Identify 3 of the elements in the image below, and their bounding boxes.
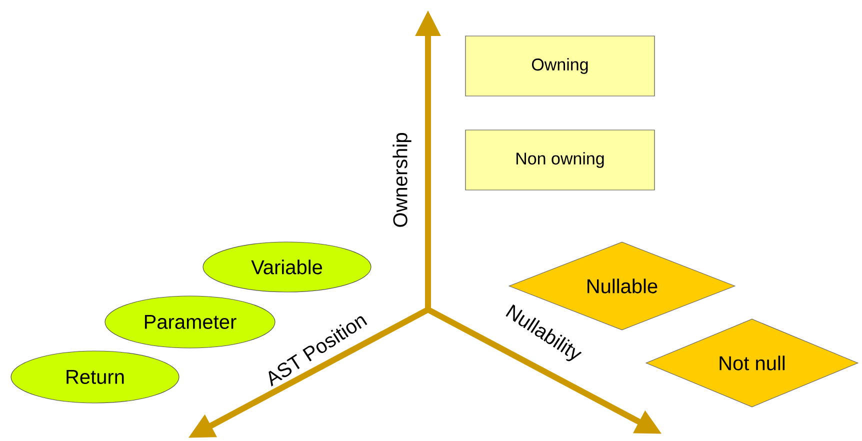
axis-label: Ownership	[392, 133, 412, 227]
label-box: Non owning	[465, 130, 655, 190]
label-box: Owning	[465, 36, 655, 96]
